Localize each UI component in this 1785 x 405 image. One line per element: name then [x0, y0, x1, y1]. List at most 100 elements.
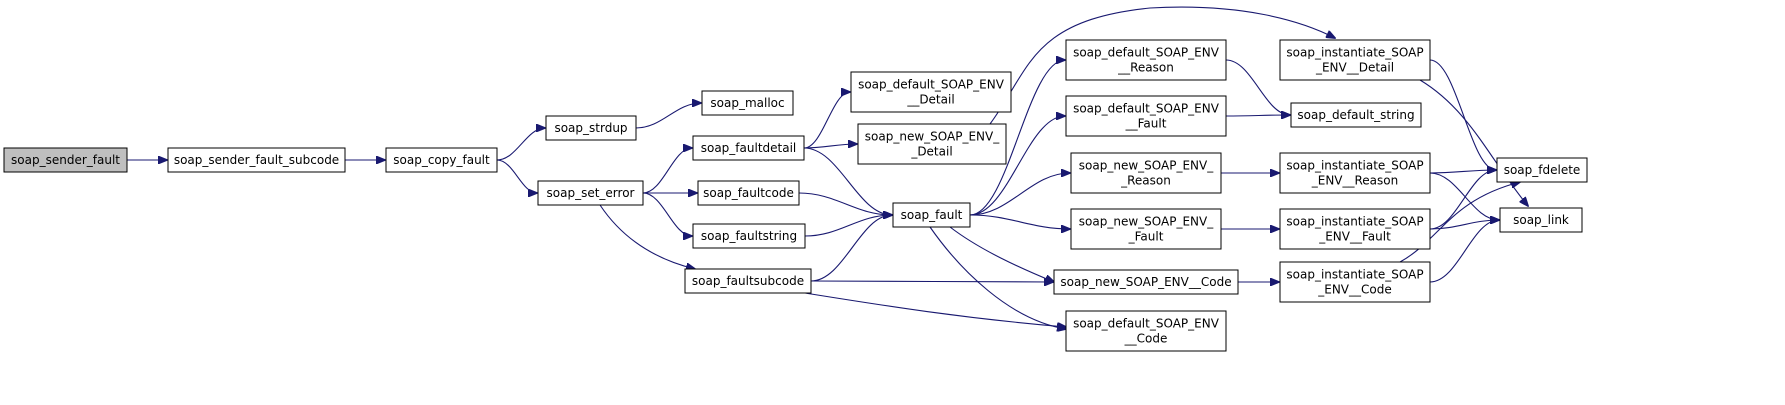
- node-label-line: _Fault: [1128, 230, 1164, 244]
- node-box: [1279, 39, 1431, 81]
- edge-soap-instantiate-soap-env-fault-to-soap-fdelete: [1429, 170, 1496, 230]
- node-soap-faultdetail[interactable]: soap_faultdetail: [692, 135, 805, 161]
- node-label-line: soap_instantiate_SOAP: [1286, 268, 1423, 282]
- edge-soap-default-soap-env-fault-to-soap-default-string: [1225, 115, 1290, 116]
- edge-soap-fault-to-soap-new-soap-env-reason: [969, 173, 1070, 216]
- edge-line: [642, 148, 692, 194]
- node-label-line: __Code: [1124, 332, 1168, 346]
- node-soap-default-soap-env-code[interactable]: soap_default_SOAP_ENV__Code: [1065, 310, 1227, 352]
- edge-line: [635, 103, 701, 129]
- node-soap-default-soap-env-detail[interactable]: soap_default_SOAP_ENV__Detail: [850, 71, 1012, 113]
- edge-soap-faultstring-to-soap-fault: [804, 215, 892, 237]
- node-soap-instantiate-soap-env-code[interactable]: soap_instantiate_SOAP_ENV__Code: [1279, 261, 1431, 303]
- edge-line: [969, 116, 1065, 216]
- edge-line: [803, 144, 857, 149]
- node-box: [684, 268, 812, 294]
- node-label-line: soap_default_SOAP_ENV: [1073, 46, 1220, 60]
- edge-line: [810, 281, 1053, 282]
- node-box: [692, 135, 805, 161]
- edge-soap-instantiate-soap-env-fault-to-soap-link: [1429, 220, 1499, 230]
- edge-soap-fault-to-soap-default-soap-env-code: [929, 226, 1066, 329]
- node-box: [1290, 102, 1422, 128]
- node-box: [1499, 207, 1583, 233]
- edge-line: [803, 92, 850, 149]
- edge-line: [1399, 182, 1520, 263]
- node-box: [1279, 152, 1431, 194]
- node-label-line: soap_fdelete: [1504, 163, 1581, 177]
- node-soap-sender-fault-subcode[interactable]: soap_sender_fault_subcode: [167, 147, 346, 173]
- edge-line: [1429, 220, 1499, 283]
- edge-soap-faultdetail-to-soap-default-soap-env-detail: [803, 92, 850, 149]
- node-box: [1070, 152, 1222, 194]
- edge-line: [949, 226, 1054, 282]
- edge-line: [804, 292, 1066, 327]
- edge-line: [969, 60, 1065, 216]
- node-label-line: _ENV__Fault: [1318, 230, 1391, 244]
- node-box: [850, 71, 1012, 113]
- node-soap-default-soap-env-reason[interactable]: soap_default_SOAP_ENV__Reason: [1065, 39, 1227, 81]
- node-box: [3, 147, 128, 173]
- edge-soap-fault-to-soap-new-soap-env-fault: [969, 214, 1070, 229]
- node-soap-set-error[interactable]: soap_set_error: [537, 180, 644, 206]
- node-box: [701, 90, 794, 116]
- node-soap-instantiate-soap-env-fault[interactable]: soap_instantiate_SOAP_ENV__Fault: [1279, 208, 1431, 250]
- node-soap-copy-fault[interactable]: soap_copy_fault: [385, 147, 498, 173]
- edge-soap-instantiate-soap-env-detail-to-soap-fdelete: [1429, 59, 1496, 170]
- node-soap-default-soap-env-fault[interactable]: soap_default_SOAP_ENV__Fault: [1065, 95, 1227, 137]
- node-label-line: soap_faultsubcode: [692, 274, 804, 288]
- nodes-layer: soap_sender_fault soap_sender_fault_subco…: [3, 39, 1588, 352]
- node-soap-faultsubcode[interactable]: soap_faultsubcode: [684, 268, 812, 294]
- node-box: [1053, 269, 1239, 295]
- node-label-line: soap_strdup: [554, 121, 627, 135]
- node-label-line: soap_default_SOAP_ENV: [1073, 102, 1220, 116]
- node-box: [857, 123, 1007, 165]
- node-soap-new-soap-env-detail[interactable]: soap_new_SOAP_ENV__Detail: [857, 123, 1007, 165]
- node-soap-new-soap-env-reason[interactable]: soap_new_SOAP_ENV__Reason: [1070, 152, 1222, 194]
- node-label-line: _Reason: [1120, 174, 1171, 188]
- node-soap-new-soap-env-code[interactable]: soap_new_SOAP_ENV__Code: [1053, 269, 1239, 295]
- edge-soap-faultsubcode-to-soap-new-soap-env-code: [810, 281, 1053, 282]
- node-label-line: _ENV__Detail: [1315, 61, 1394, 75]
- node-label-line: __Detail: [906, 93, 954, 107]
- node-box: [697, 180, 800, 206]
- node-soap-default-string[interactable]: soap_default_string: [1290, 102, 1422, 128]
- edge-soap-copy-fault-to-soap-strdup: [496, 128, 545, 161]
- node-label-line: soap_new_SOAP_ENV__Code: [1060, 275, 1231, 289]
- node-label-line: soap_faultdetail: [701, 141, 797, 155]
- node-box: [545, 115, 637, 141]
- node-soap-strdup[interactable]: soap_strdup: [545, 115, 637, 141]
- node-box: [1065, 39, 1227, 81]
- node-label-line: soap_new_SOAP_ENV_: [1079, 159, 1214, 173]
- node-label-line: _ENV__Reason: [1311, 174, 1399, 188]
- node-box: [692, 223, 806, 249]
- node-soap-faultcode[interactable]: soap_faultcode: [697, 180, 800, 206]
- node-label-line: soap_default_string: [1297, 108, 1414, 122]
- node-label-line: soap_instantiate_SOAP: [1286, 159, 1423, 173]
- node-soap-link[interactable]: soap_link: [1499, 207, 1583, 233]
- edge-line: [929, 226, 1066, 329]
- edge-soap-faultdetail-to-soap-new-soap-env-detail: [803, 144, 857, 149]
- node-soap-sender-fault[interactable]: soap_sender_fault: [3, 147, 128, 173]
- node-box: [1065, 310, 1227, 352]
- node-soap-new-soap-env-fault[interactable]: soap_new_SOAP_ENV__Fault: [1070, 208, 1222, 250]
- edge-line: [810, 215, 892, 282]
- node-label-line: soap_copy_fault: [393, 153, 490, 167]
- node-soap-instantiate-soap-env-reason[interactable]: soap_instantiate_SOAP_ENV__Reason: [1279, 152, 1431, 194]
- node-box: [1279, 261, 1431, 303]
- node-soap-faultstring[interactable]: soap_faultstring: [692, 223, 806, 249]
- node-soap-malloc[interactable]: soap_malloc: [701, 90, 794, 116]
- edge-line: [1429, 59, 1496, 170]
- node-soap-instantiate-soap-env-detail[interactable]: soap_instantiate_SOAP_ENV__Detail: [1279, 39, 1431, 81]
- edge-line: [1225, 115, 1290, 116]
- node-label-line: soap_fault: [901, 208, 963, 222]
- node-soap-fault[interactable]: soap_fault: [892, 202, 971, 228]
- node-label-line: soap_set_error: [547, 186, 635, 200]
- edge-soap-set-error-to-soap-faultsubcode: [599, 204, 695, 269]
- node-label-line: soap_default_SOAP_ENV: [858, 78, 1005, 92]
- edge-line: [798, 192, 892, 215]
- node-label-line: soap_instantiate_SOAP: [1286, 46, 1423, 60]
- node-soap-fdelete[interactable]: soap_fdelete: [1496, 157, 1588, 183]
- edge-soap-instantiate-soap-env-detail-to-soap-link: [1419, 79, 1528, 206]
- node-label-line: soap_sender_fault: [11, 153, 120, 167]
- edge-soap-fault-to-soap-new-soap-env-code: [949, 226, 1054, 282]
